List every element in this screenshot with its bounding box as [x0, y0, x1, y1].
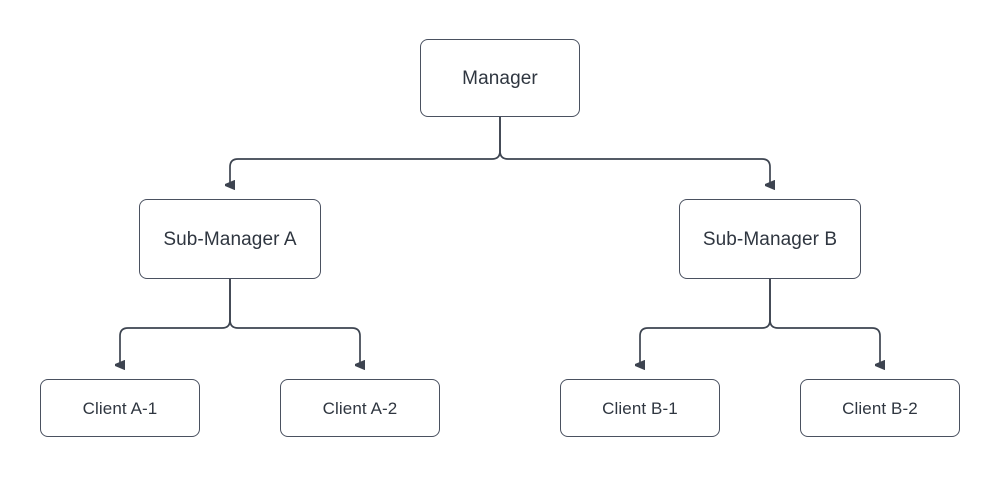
- node-client-a-1-label: Client A-1: [82, 398, 158, 418]
- node-client-b-1[interactable]: Client B-1: [560, 379, 720, 437]
- connector-sub-manager-a-to-client-a-1: [120, 279, 231, 365]
- connector-sub-manager-a-to-client-a-2: [229, 279, 360, 365]
- node-client-a-2[interactable]: Client A-2: [280, 379, 440, 437]
- node-sub-manager-a[interactable]: Sub-Manager A: [139, 199, 321, 279]
- node-client-b-1-label: Client B-1: [602, 398, 678, 418]
- node-manager[interactable]: Manager: [420, 39, 580, 117]
- node-sub-manager-a-label: Sub-Manager A: [163, 228, 297, 250]
- node-client-b-2-label: Client B-2: [842, 398, 918, 418]
- node-manager-label: Manager: [462, 67, 538, 89]
- connector-manager-to-sub-manager-b: [499, 117, 770, 185]
- node-sub-manager-b[interactable]: Sub-Manager B: [679, 199, 861, 279]
- connector-sub-manager-b-to-client-b-1: [640, 279, 771, 365]
- node-client-a-1[interactable]: Client A-1: [40, 379, 200, 437]
- connector-manager-to-sub-manager-a: [230, 117, 501, 185]
- node-client-a-2-label: Client A-2: [322, 398, 398, 418]
- connector-sub-manager-b-to-client-b-2: [769, 279, 880, 365]
- node-client-b-2[interactable]: Client B-2: [800, 379, 960, 437]
- node-sub-manager-b-label: Sub-Manager B: [702, 228, 838, 250]
